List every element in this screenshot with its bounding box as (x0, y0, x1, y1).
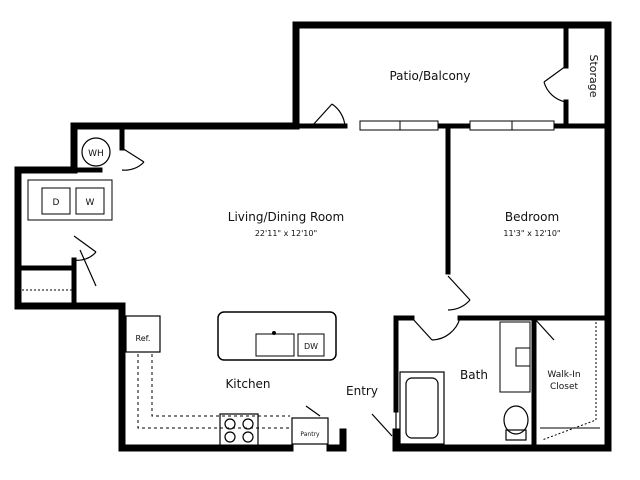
dishwasher-label: DW (304, 342, 318, 351)
kitchen-label: Kitchen (225, 377, 270, 391)
washer-icon (75, 187, 105, 215)
detail-lines (22, 21, 600, 441)
patio-balcony-label: Patio/Balcony (389, 69, 470, 83)
entry-label: Entry (346, 384, 378, 398)
pantry-closet (291, 417, 329, 445)
bath-label: Bath (460, 368, 488, 382)
bedroom-label: Bedroom (505, 210, 559, 224)
refrigerator-icon (125, 315, 161, 353)
exterior-walls (14, 21, 612, 452)
bath-sink-icon (515, 347, 531, 367)
water-heater-icon (81, 137, 111, 167)
kitchen-island (217, 311, 337, 361)
dryer-icon (41, 187, 71, 215)
stove-icon (219, 413, 259, 447)
bedroom-dims: 11'3" x 12'10" (503, 229, 560, 238)
bathtub-icon (399, 371, 445, 445)
walkin-closet-label-1: Walk-In (547, 370, 580, 380)
walkin-closet-label-2: Closet (550, 382, 579, 392)
living-dining-dims: 22'11" x 12'10" (255, 229, 317, 238)
water-heater-label: WH (88, 149, 104, 159)
refrigerator-label: Ref. (136, 334, 151, 343)
washer-label: W (86, 198, 95, 208)
doors (73, 65, 567, 437)
dryer-label: D (53, 198, 60, 208)
pantry-label: Pantry (300, 431, 320, 438)
toilet-icon (503, 405, 529, 441)
living-dining-label: Living/Dining Room (228, 210, 344, 224)
storage-label: Storage (587, 54, 600, 97)
